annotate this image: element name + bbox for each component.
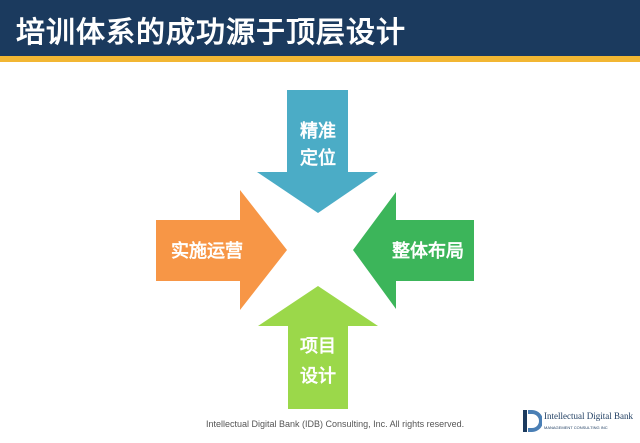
bottom-arrow [258,286,378,409]
right-arrow-label: 整体布局 [391,240,464,262]
page-title: 培训体系的成功源于顶层设计 [16,15,407,49]
top-arrow-label-line2: 定位 [300,147,336,169]
logo-tagline: MANAGEMENT CONSULTING INC [544,425,608,430]
top-arrow-label-line1: 精准 [300,120,336,142]
title-bar: 培训体系的成功源于顶层设计 [0,0,640,56]
title-accent-line [0,56,640,62]
idb-logo: Intellectual Digital Bank MANAGEMENT CON… [522,407,637,437]
idb-logo-icon [523,410,542,432]
logo-company-name: Intellectual Digital Bank [544,411,633,421]
bottom-arrow-label-line1: 项目 [300,336,336,357]
top-arrow [257,90,378,213]
right-arrow [353,192,474,309]
left-arrow [156,190,287,310]
left-arrow-label: 实施运营 [171,240,243,262]
copyright-footer: Intellectual Digital Bank (IDB) Consulti… [206,419,465,429]
bottom-arrow-label-line2: 设计 [300,365,336,387]
